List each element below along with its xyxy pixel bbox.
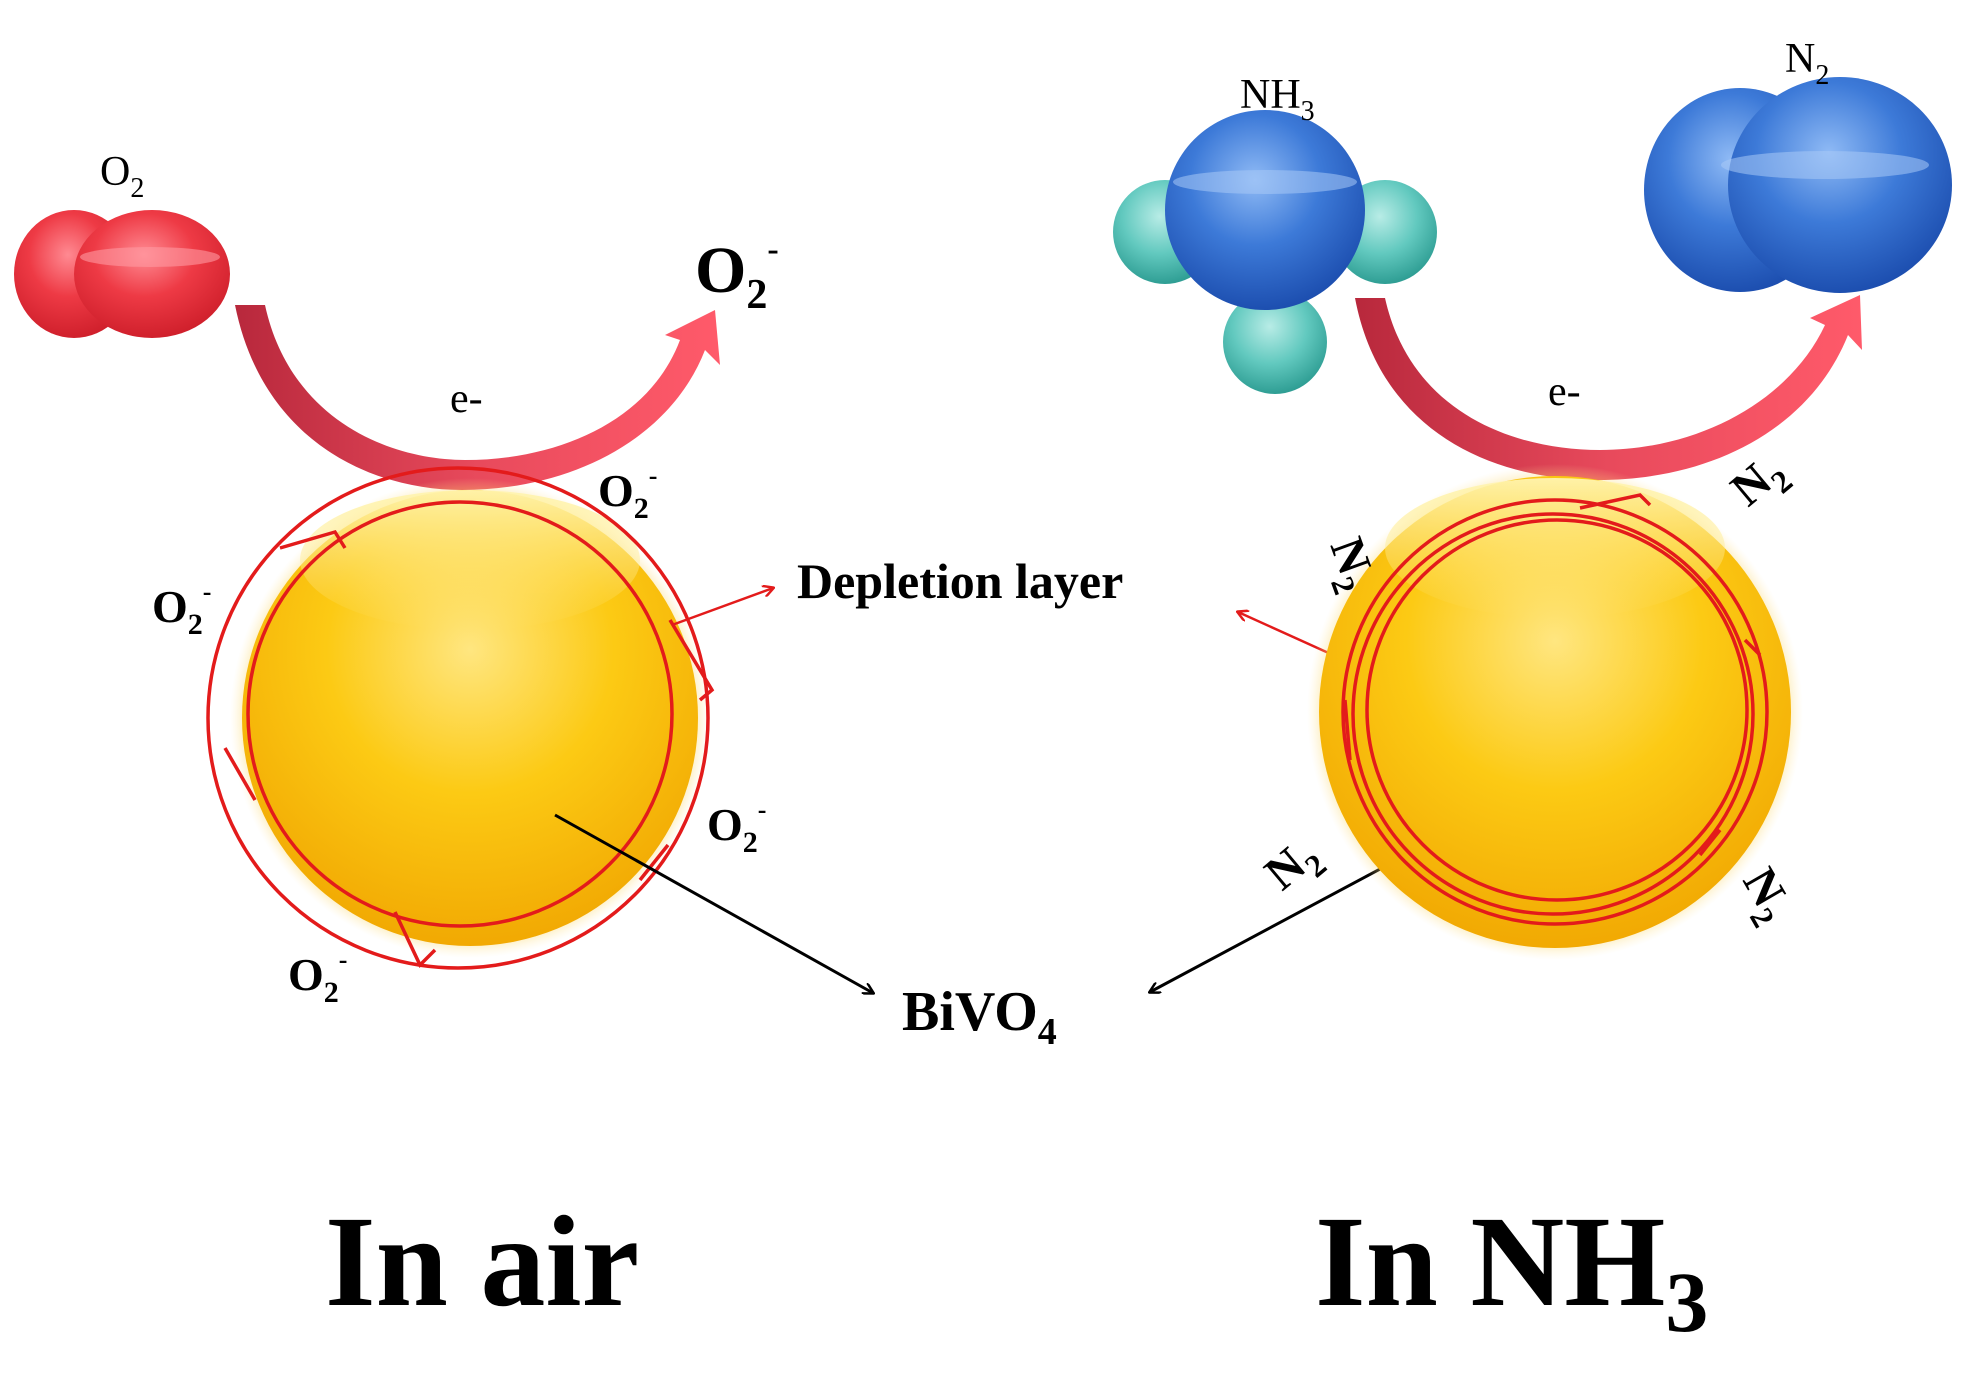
surface-o2-label-1: O2- xyxy=(598,461,657,525)
electron-label-right: e- xyxy=(1548,369,1581,415)
surface-o2-label-4: O2- xyxy=(288,945,347,1009)
surface-o2-label-2: O2- xyxy=(152,577,211,641)
surface-o2-label-3: O2- xyxy=(707,795,766,859)
bivo4-sphere-right xyxy=(1307,464,1803,960)
depletion-layer-right xyxy=(1341,493,1769,926)
caption-in-nh3: In NH3 xyxy=(1315,1190,1708,1350)
oxygen-molecule-icon xyxy=(14,210,230,338)
bivo4-label: BiVO4 xyxy=(902,981,1057,1053)
o2-anion-product-label: O2- xyxy=(695,231,779,318)
bivo4-pointer-left xyxy=(554,813,873,993)
electron-transfer-arrow-left xyxy=(235,305,720,490)
depletion-pointer-left xyxy=(671,588,773,627)
electron-transfer-arrow-right xyxy=(1355,295,1862,480)
n2-molecule-label: N2 xyxy=(1785,36,1829,91)
surface-n2-label-2: N2 xyxy=(1721,443,1799,522)
bivo4-sphere-left xyxy=(230,478,710,958)
surface-n2-label-3: N2 xyxy=(1255,827,1333,906)
o2-molecule-label: O2 xyxy=(100,149,144,204)
depletion-layer-left xyxy=(206,466,715,970)
electron-label-left: e- xyxy=(450,376,483,422)
nh3-molecule-label: NH3 xyxy=(1240,72,1315,127)
caption-in-air: In air xyxy=(325,1190,639,1334)
ammonia-molecule-icon xyxy=(1113,110,1437,394)
nitrogen-molecule-icon xyxy=(1644,77,1952,293)
depletion-layer-label: Depletion layer xyxy=(797,553,1123,609)
